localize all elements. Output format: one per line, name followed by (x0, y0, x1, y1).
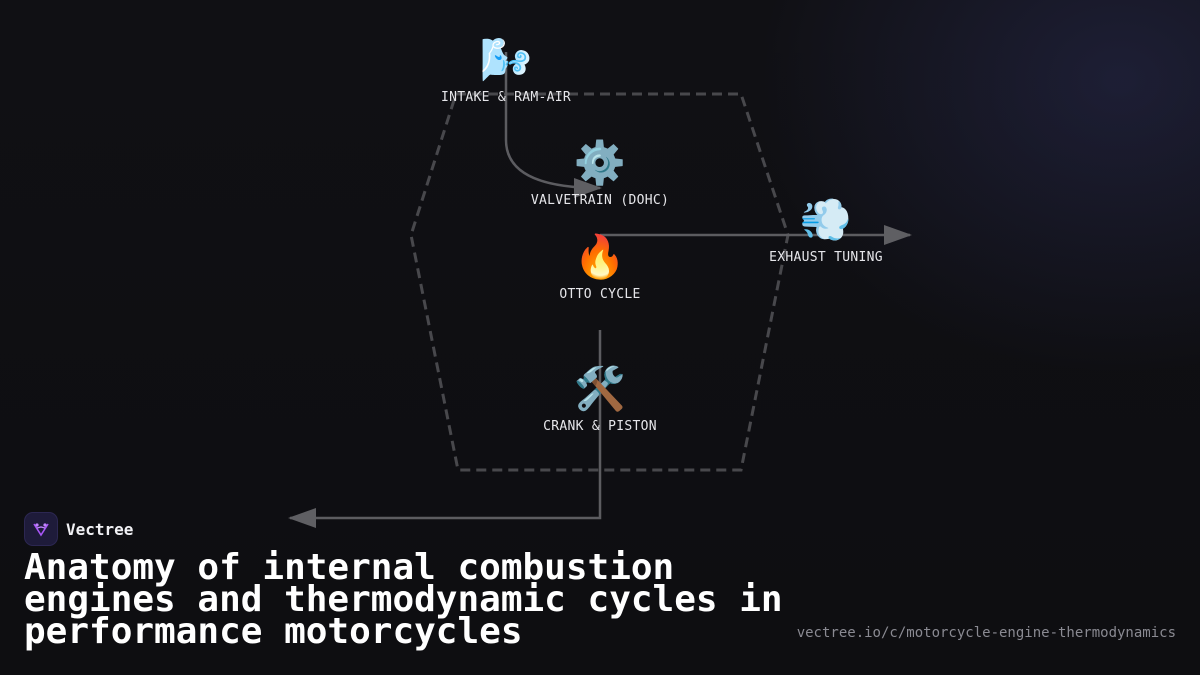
node-intake-label: INTAKE & RAM-AIR (440, 90, 572, 105)
source-url[interactable]: vectree.io/c/motorcycle-engine-thermodyn… (796, 625, 1176, 641)
dash-icon: 💨 (799, 195, 853, 244)
brand-name: Vectree (66, 519, 134, 539)
node-otto-label: OTTO CYCLE (559, 287, 641, 302)
wind-face-icon: 🌬️ (479, 35, 533, 84)
node-crank-label: CRANK & PISTON (543, 419, 657, 434)
hexagon-outline (409, 92, 790, 472)
brand[interactable]: Vectree (24, 512, 133, 546)
vectree-logo-icon (24, 512, 58, 546)
gear-icon: ⚙️ (573, 138, 627, 187)
page-title: Anatomy of internal combustion engines a… (24, 547, 783, 652)
node-exhaust: 💨 EXHAUST TUNING (769, 195, 883, 266)
node-intake: 🌬️ INTAKE & RAM-AIR (440, 35, 572, 106)
edge-intake-valvetrain (504, 52, 602, 198)
node-valvetrain: ⚙️ VALVETRAIN (DOHC) (530, 138, 670, 209)
edge-crank-output (288, 330, 602, 528)
hammer-wrench-icon: 🛠️ (573, 364, 627, 413)
node-otto: 🔥 OTTO CYCLE (559, 232, 641, 303)
node-valvetrain-label: VALVETRAIN (DOHC) (530, 193, 670, 208)
fire-icon: 🔥 (573, 232, 627, 281)
node-exhaust-label: EXHAUST TUNING (769, 250, 883, 265)
node-crank: 🛠️ CRANK & PISTON (543, 364, 657, 435)
